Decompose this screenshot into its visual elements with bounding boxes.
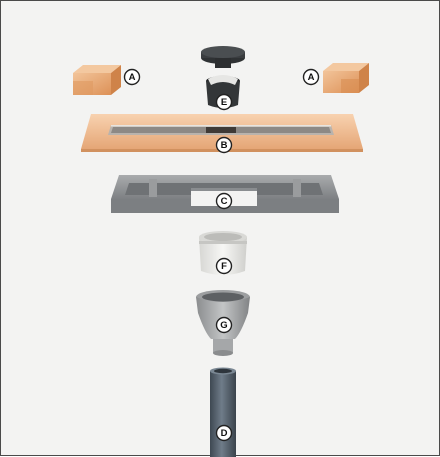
callout-b: B — [217, 138, 232, 153]
callout-a-left: A — [125, 70, 140, 85]
callout-b-label: B — [221, 140, 228, 151]
callout-c-label: C — [221, 196, 228, 207]
callout-e-label: E — [221, 97, 227, 108]
callout-f: F — [217, 259, 232, 274]
callout-d-label: D — [221, 428, 228, 439]
callout-c: C — [217, 194, 232, 209]
callout-f-label: F — [221, 261, 227, 272]
callout-g: G — [217, 318, 232, 333]
end-cap-right-icon — [323, 63, 369, 93]
callout-a-left-label: A — [129, 72, 136, 83]
callout-d: D — [217, 426, 232, 441]
drain-pipe-icon — [210, 368, 236, 457]
callout-a-right: A — [304, 70, 319, 85]
callout-g-label: G — [220, 320, 227, 331]
end-cap-left-icon — [73, 65, 121, 95]
callout-e: E — [217, 95, 232, 110]
callout-a-right-label: A — [308, 72, 315, 83]
